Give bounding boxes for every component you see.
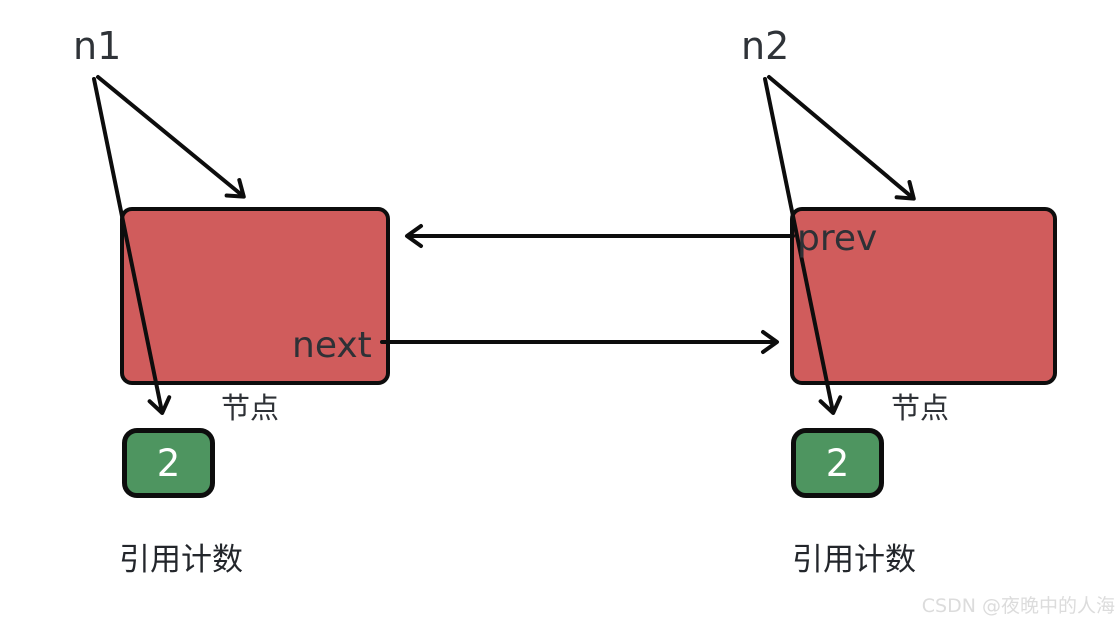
pointer-label-n2: n2 [741,24,790,68]
watermark-text: CSDN @夜晚中的人海 [921,595,1115,617]
node-caption-n1: 节点 [221,391,280,425]
pointer-label-n1: n1 [73,24,122,68]
refcount-value-n2: 2 [825,441,850,485]
refcount-value-n1: 2 [156,441,181,485]
refcount-box-n2: 2 [791,428,884,498]
field-label-prev: prev [797,218,878,259]
refcount-box-n1: 2 [122,428,215,498]
field-label-next: next [292,325,372,366]
node-caption-n2: 节点 [891,391,950,425]
arrow-n2-to-node [767,75,916,201]
node-box-n1 [120,207,390,385]
arrow-n1-to-node [96,75,246,199]
refcount-caption-n1: 引用计数 [119,542,243,578]
refcount-caption-n2: 引用计数 [792,542,916,578]
